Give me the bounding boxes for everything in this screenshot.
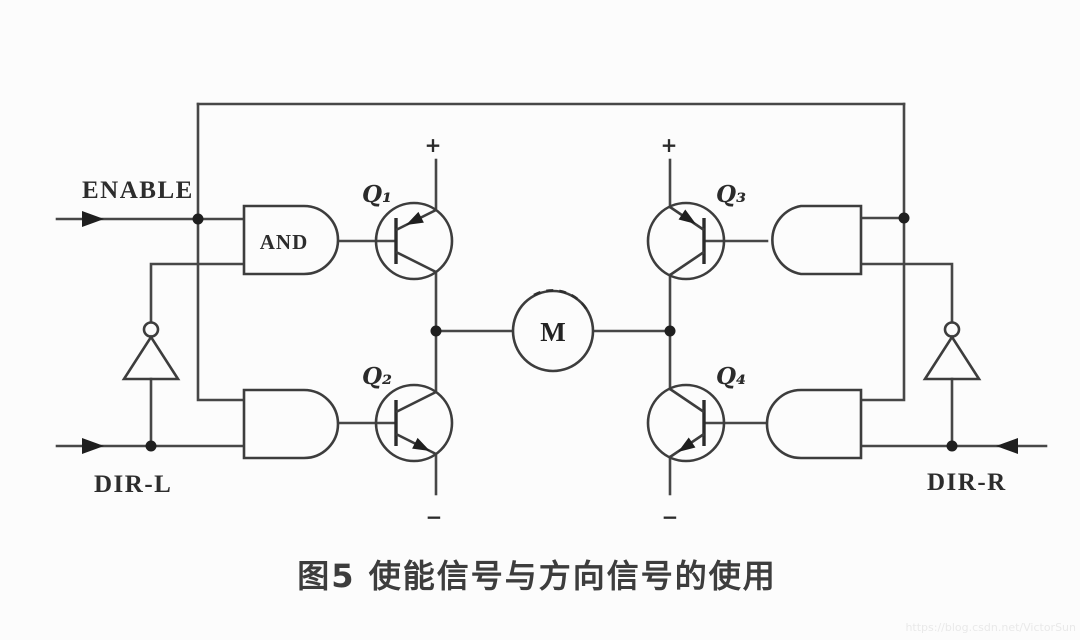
transistor-q1 (374, 201, 454, 281)
q1-label: Q₁ (362, 181, 392, 208)
wire-enable-rail-right (859, 102, 906, 402)
wire-inverter-right-output (859, 262, 954, 324)
and-gate-shape (242, 388, 340, 460)
transistor-collector (669, 250, 705, 277)
junction-motor-left (430, 325, 442, 337)
transistor-collector (669, 387, 705, 414)
q4-label: Q₄ (716, 363, 746, 390)
q2-label: Q₂ (362, 363, 392, 390)
emitter-arrow-icon (678, 209, 696, 224)
and-gate-label: AND (260, 230, 309, 254)
dir-r-arrow-icon (996, 438, 1018, 454)
dir-l-arrow-icon (82, 438, 104, 454)
transistor-circle (646, 383, 726, 463)
junction-enable-right (898, 212, 910, 224)
minus-left-label: − (426, 505, 443, 529)
transistor-circle (374, 201, 454, 281)
emitter-arrow-icon (412, 437, 430, 451)
figure-caption: 图5 使能信号与方向信号的使用 (297, 557, 776, 595)
enable-label: ENABLE (82, 177, 194, 204)
junction-dir-l (145, 440, 157, 452)
and-gate-shape (771, 204, 863, 276)
minus-right-label: − (662, 505, 679, 529)
plus-left-label: + (425, 133, 442, 157)
transistor-q4 (646, 383, 726, 463)
transistor-q3 (646, 201, 726, 281)
inverter-bubble-icon (142, 321, 160, 338)
inverter-triangle (121, 334, 181, 381)
and-gate-top-left: AND (242, 204, 340, 276)
transistor-circle (646, 201, 726, 281)
input-arrows (82, 211, 1018, 454)
wire-enable-rail-left (196, 102, 246, 402)
q3-label: Q₃ (716, 181, 746, 208)
junction-motor-right (664, 325, 676, 337)
junctions (145, 212, 958, 452)
motor-label: M (540, 317, 565, 347)
transistor-circle (374, 383, 454, 463)
inverter-right (922, 321, 982, 381)
motor: M (511, 289, 595, 373)
emitter-arrow-icon (406, 211, 424, 225)
dir-r-label: DIR-R (927, 469, 1007, 496)
junction-enable (192, 213, 204, 225)
dir-l-label: DIR-L (94, 471, 172, 498)
emitter-arrow-icon (678, 437, 696, 452)
and-gate-shape (765, 388, 863, 460)
inverter-bubble-icon (943, 321, 961, 338)
transistor-collector (395, 250, 437, 274)
watermark: https://blog.csdn.net/VictorSun (905, 621, 1076, 634)
wire-inverter-left-output (149, 262, 246, 324)
and-gate-top-right (771, 204, 863, 276)
and-gate-shape (242, 204, 340, 276)
and-gate-bottom-left (242, 388, 340, 460)
inverter-left (121, 321, 181, 381)
plus-right-label: + (661, 133, 678, 157)
motor-rotation-arc (533, 289, 589, 311)
and-gate-bottom-right (765, 388, 863, 460)
junction-dir-r (946, 440, 958, 452)
transistor-q2 (374, 383, 454, 463)
inverter-triangle (922, 334, 982, 381)
signal-labels: ENABLE DIR-L DIR-R Q₁ Q₂ Q₃ Q₄ + + − − (82, 133, 1007, 529)
transistor-collector (395, 390, 437, 414)
enable-arrow-icon (82, 211, 104, 227)
wires (55, 102, 1048, 496)
